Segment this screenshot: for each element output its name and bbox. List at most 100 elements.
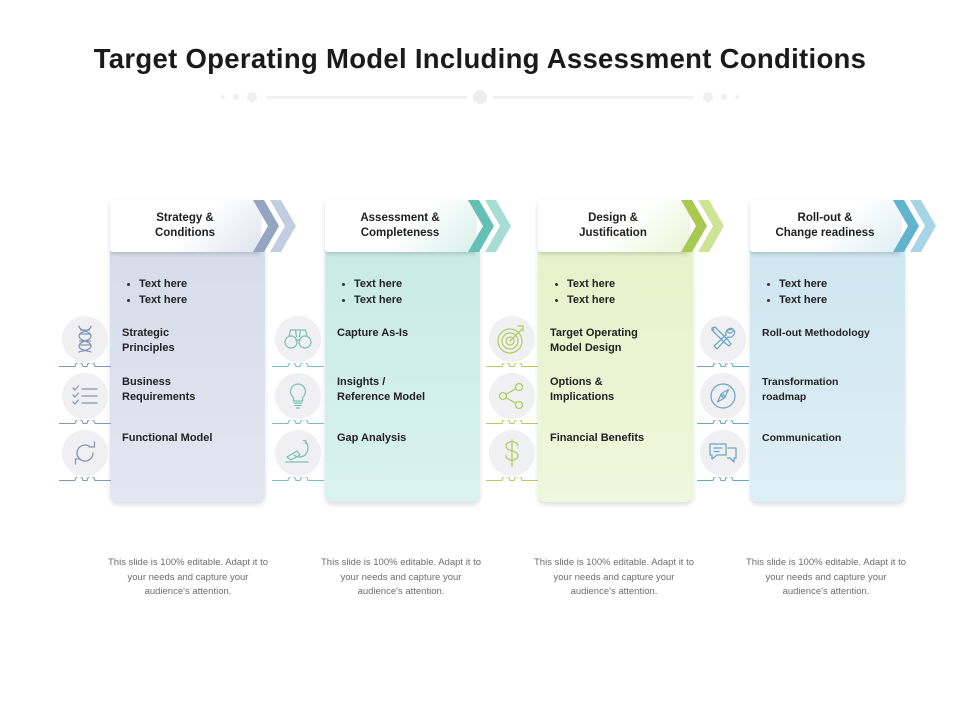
icon-cell[interactable] <box>695 373 751 425</box>
binoculars-icon <box>281 322 315 356</box>
icon-cell[interactable] <box>484 373 540 425</box>
footer-note-rollout-change-readiness: This slide is 100% editable. Adapt it to… <box>746 557 907 597</box>
divider-dot-medium-left <box>233 94 239 100</box>
icon-cell[interactable] <box>270 316 326 368</box>
icon-backdrop-disc <box>62 430 108 476</box>
icon-baseline <box>271 357 325 368</box>
chevron-arrow-primary <box>468 200 494 252</box>
pillar-header-rollout-change-readiness[interactable]: Roll-out & Change readiness <box>750 198 936 254</box>
chevron-arrow-secondary <box>910 200 936 252</box>
bullet-item: Text here <box>124 276 262 292</box>
lightbulb-icon <box>281 379 315 413</box>
icon-cell[interactable] <box>57 430 113 482</box>
pillar-header-box: Roll-out & Change readiness <box>750 200 900 252</box>
title-block: Target Operating Model Including Assessm… <box>0 42 960 76</box>
pillar-row-label-share-nodes: Options & Implications <box>550 376 615 403</box>
share-nodes-icon <box>495 379 529 413</box>
pillar-row-label-chat-bubbles: Communication <box>762 432 842 444</box>
icon-cell[interactable] <box>484 316 540 368</box>
pillar-row-label-dna-helix: Strategic Principles <box>122 327 175 354</box>
icon-backdrop-disc <box>62 316 108 362</box>
pillar-header-title: Roll-out & Change readiness <box>775 211 875 240</box>
icon-baseline <box>58 414 112 425</box>
divider-dot-medium-right <box>721 94 727 100</box>
pillar-header-assessment-completeness[interactable]: Assessment & Completeness <box>325 198 511 254</box>
icon-baseline <box>271 414 325 425</box>
pillar-row-label-compass: Transformation roadmap <box>762 376 839 403</box>
footer-note-assessment-completeness: This slide is 100% editable. Adapt it to… <box>321 557 482 597</box>
pillar-header-title: Assessment & Completeness <box>360 211 440 240</box>
pillar-row-label-tools: Roll-out Methodology <box>762 327 870 339</box>
tools-icon <box>706 322 740 356</box>
divider-line-right <box>493 95 693 99</box>
chevron-arrow-primary <box>253 200 279 252</box>
icon-cell[interactable] <box>695 430 751 482</box>
divider-dot-small-left <box>221 95 225 99</box>
chevron-arrow-secondary <box>698 200 724 252</box>
icon-baseline <box>696 414 750 425</box>
icon-baseline <box>58 471 112 482</box>
bullet-item: Text here <box>552 292 690 308</box>
pillar-row-label-binoculars: Capture As-Is <box>337 327 409 339</box>
icon-backdrop-disc <box>700 316 746 362</box>
chevron-arrow-secondary <box>270 200 296 252</box>
icon-baseline <box>696 471 750 482</box>
icon-baseline <box>696 357 750 368</box>
decorative-divider <box>0 88 960 106</box>
divider-dot-large-left <box>247 92 257 102</box>
chevron-arrow-primary <box>681 200 707 252</box>
divider-dot-large-right <box>703 92 713 102</box>
divider-line-left <box>267 95 467 99</box>
pillar-row-label-refresh-cycle: Functional Model <box>122 432 213 444</box>
compass-icon <box>706 379 740 413</box>
target-arrow-icon <box>495 322 529 356</box>
icon-backdrop-disc <box>700 373 746 419</box>
footer-notes: This slide is 100% editable. Adapt it to… <box>0 556 960 636</box>
microscope-icon <box>281 436 315 470</box>
icon-baseline <box>485 357 539 368</box>
icon-backdrop-disc <box>700 430 746 476</box>
icon-baseline <box>485 471 539 482</box>
icon-cell[interactable] <box>270 373 326 425</box>
pillar-row-label-checklist: Business Requirements <box>122 376 196 403</box>
icon-cell[interactable] <box>270 430 326 482</box>
icon-cell[interactable] <box>57 373 113 425</box>
bullet-item: Text here <box>764 292 902 308</box>
icon-cell[interactable] <box>57 316 113 368</box>
icon-cell[interactable] <box>484 430 540 482</box>
divider-dot-small-right <box>735 95 739 99</box>
footer-note-strategy-conditions: This slide is 100% editable. Adapt it to… <box>108 557 269 597</box>
pillar-row-label-microscope: Gap Analysis <box>337 432 407 444</box>
pillar-header-strategy-conditions[interactable]: Strategy & Conditions <box>110 198 296 254</box>
pillar-header-title: Design & Justification <box>579 211 647 240</box>
dollar-sign-icon <box>495 436 529 470</box>
bullet-item: Text here <box>764 276 902 292</box>
icon-stack-rollout-change-readiness <box>695 316 751 486</box>
icon-cell[interactable] <box>695 316 751 368</box>
icon-stack-strategy-conditions <box>57 316 113 486</box>
dna-helix-icon <box>68 322 102 356</box>
bullet-item: Text here <box>339 292 477 308</box>
pillar-header-title: Strategy & Conditions <box>154 211 216 240</box>
pillar-row-label-lightbulb: Insights / Reference Model <box>337 376 426 403</box>
bullet-item: Text here <box>124 292 262 308</box>
footer-note-design-justification: This slide is 100% editable. Adapt it to… <box>534 557 695 597</box>
chevron-arrow-primary <box>893 200 919 252</box>
icon-backdrop-disc <box>275 373 321 419</box>
icon-baseline <box>271 471 325 482</box>
icon-stack-design-justification <box>484 316 540 486</box>
pillar-header-design-justification[interactable]: Design & Justification <box>538 198 724 254</box>
